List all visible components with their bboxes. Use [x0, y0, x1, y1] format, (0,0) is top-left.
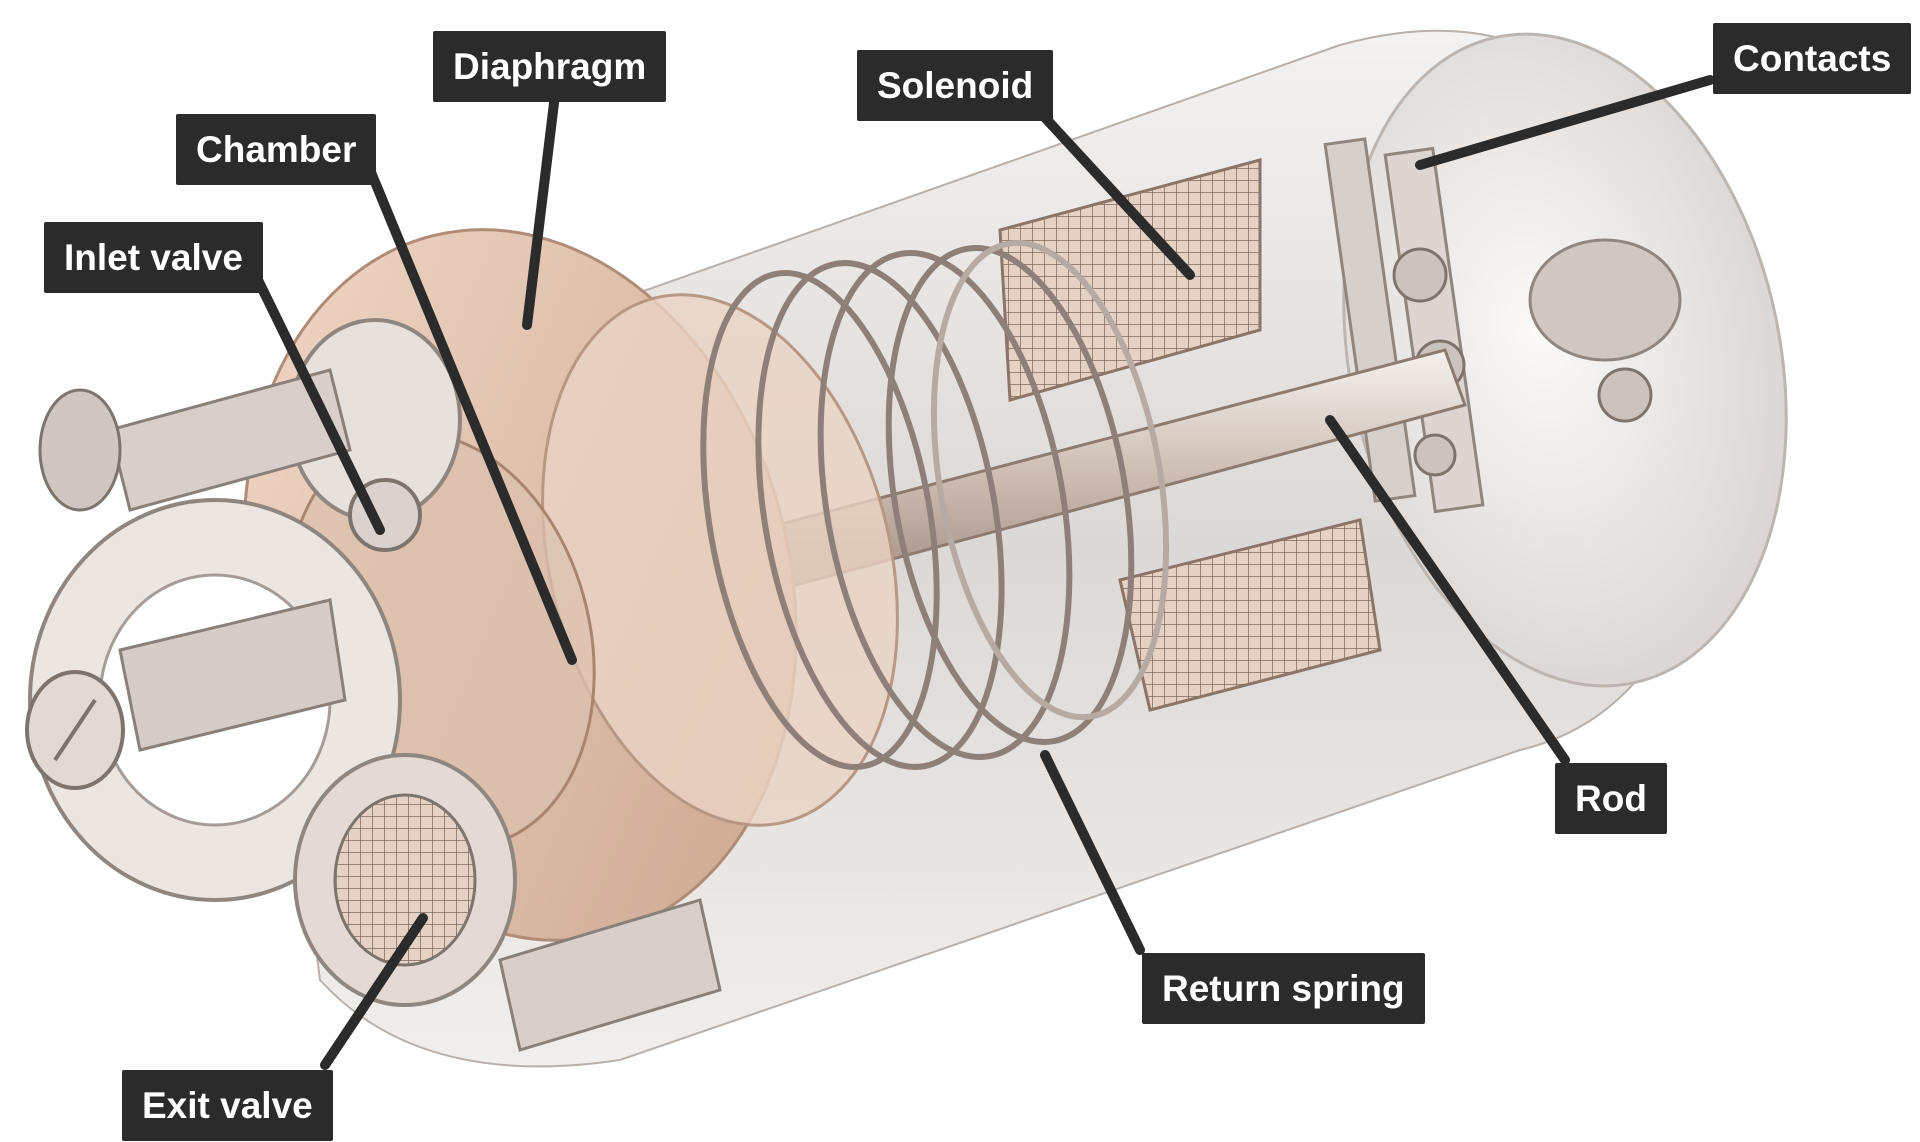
- label-diaphragm: Diaphragm: [433, 31, 667, 102]
- end-plate: [25, 498, 402, 902]
- leader-exit-valve: [320, 913, 428, 1070]
- contacts-assembly: [1323, 137, 1682, 514]
- leader-diaphragm: [522, 90, 560, 330]
- solenoid-coil: [998, 158, 1382, 712]
- exit-valve: [293, 753, 722, 1052]
- label-contacts: Contacts: [1713, 23, 1912, 94]
- leader-lines: [253, 75, 1715, 1070]
- return-spring: [700, 239, 1170, 770]
- label-rod: Rod: [1555, 763, 1667, 834]
- label-return-spring: Return spring: [1142, 953, 1425, 1024]
- label-exit-valve: Exit valve: [122, 1070, 333, 1141]
- leader-inlet-valve: [253, 275, 385, 535]
- leader-return-spring: [1040, 750, 1145, 955]
- label-solenoid: Solenoid: [857, 50, 1054, 121]
- leader-contacts: [1415, 75, 1715, 170]
- label-inlet-valve: Inlet valve: [44, 222, 263, 293]
- leader-rod: [1325, 415, 1570, 765]
- label-chamber: Chamber: [176, 114, 377, 185]
- leader-chamber: [363, 160, 577, 665]
- inlet-valve: [38, 318, 462, 552]
- leader-solenoid: [1033, 105, 1195, 280]
